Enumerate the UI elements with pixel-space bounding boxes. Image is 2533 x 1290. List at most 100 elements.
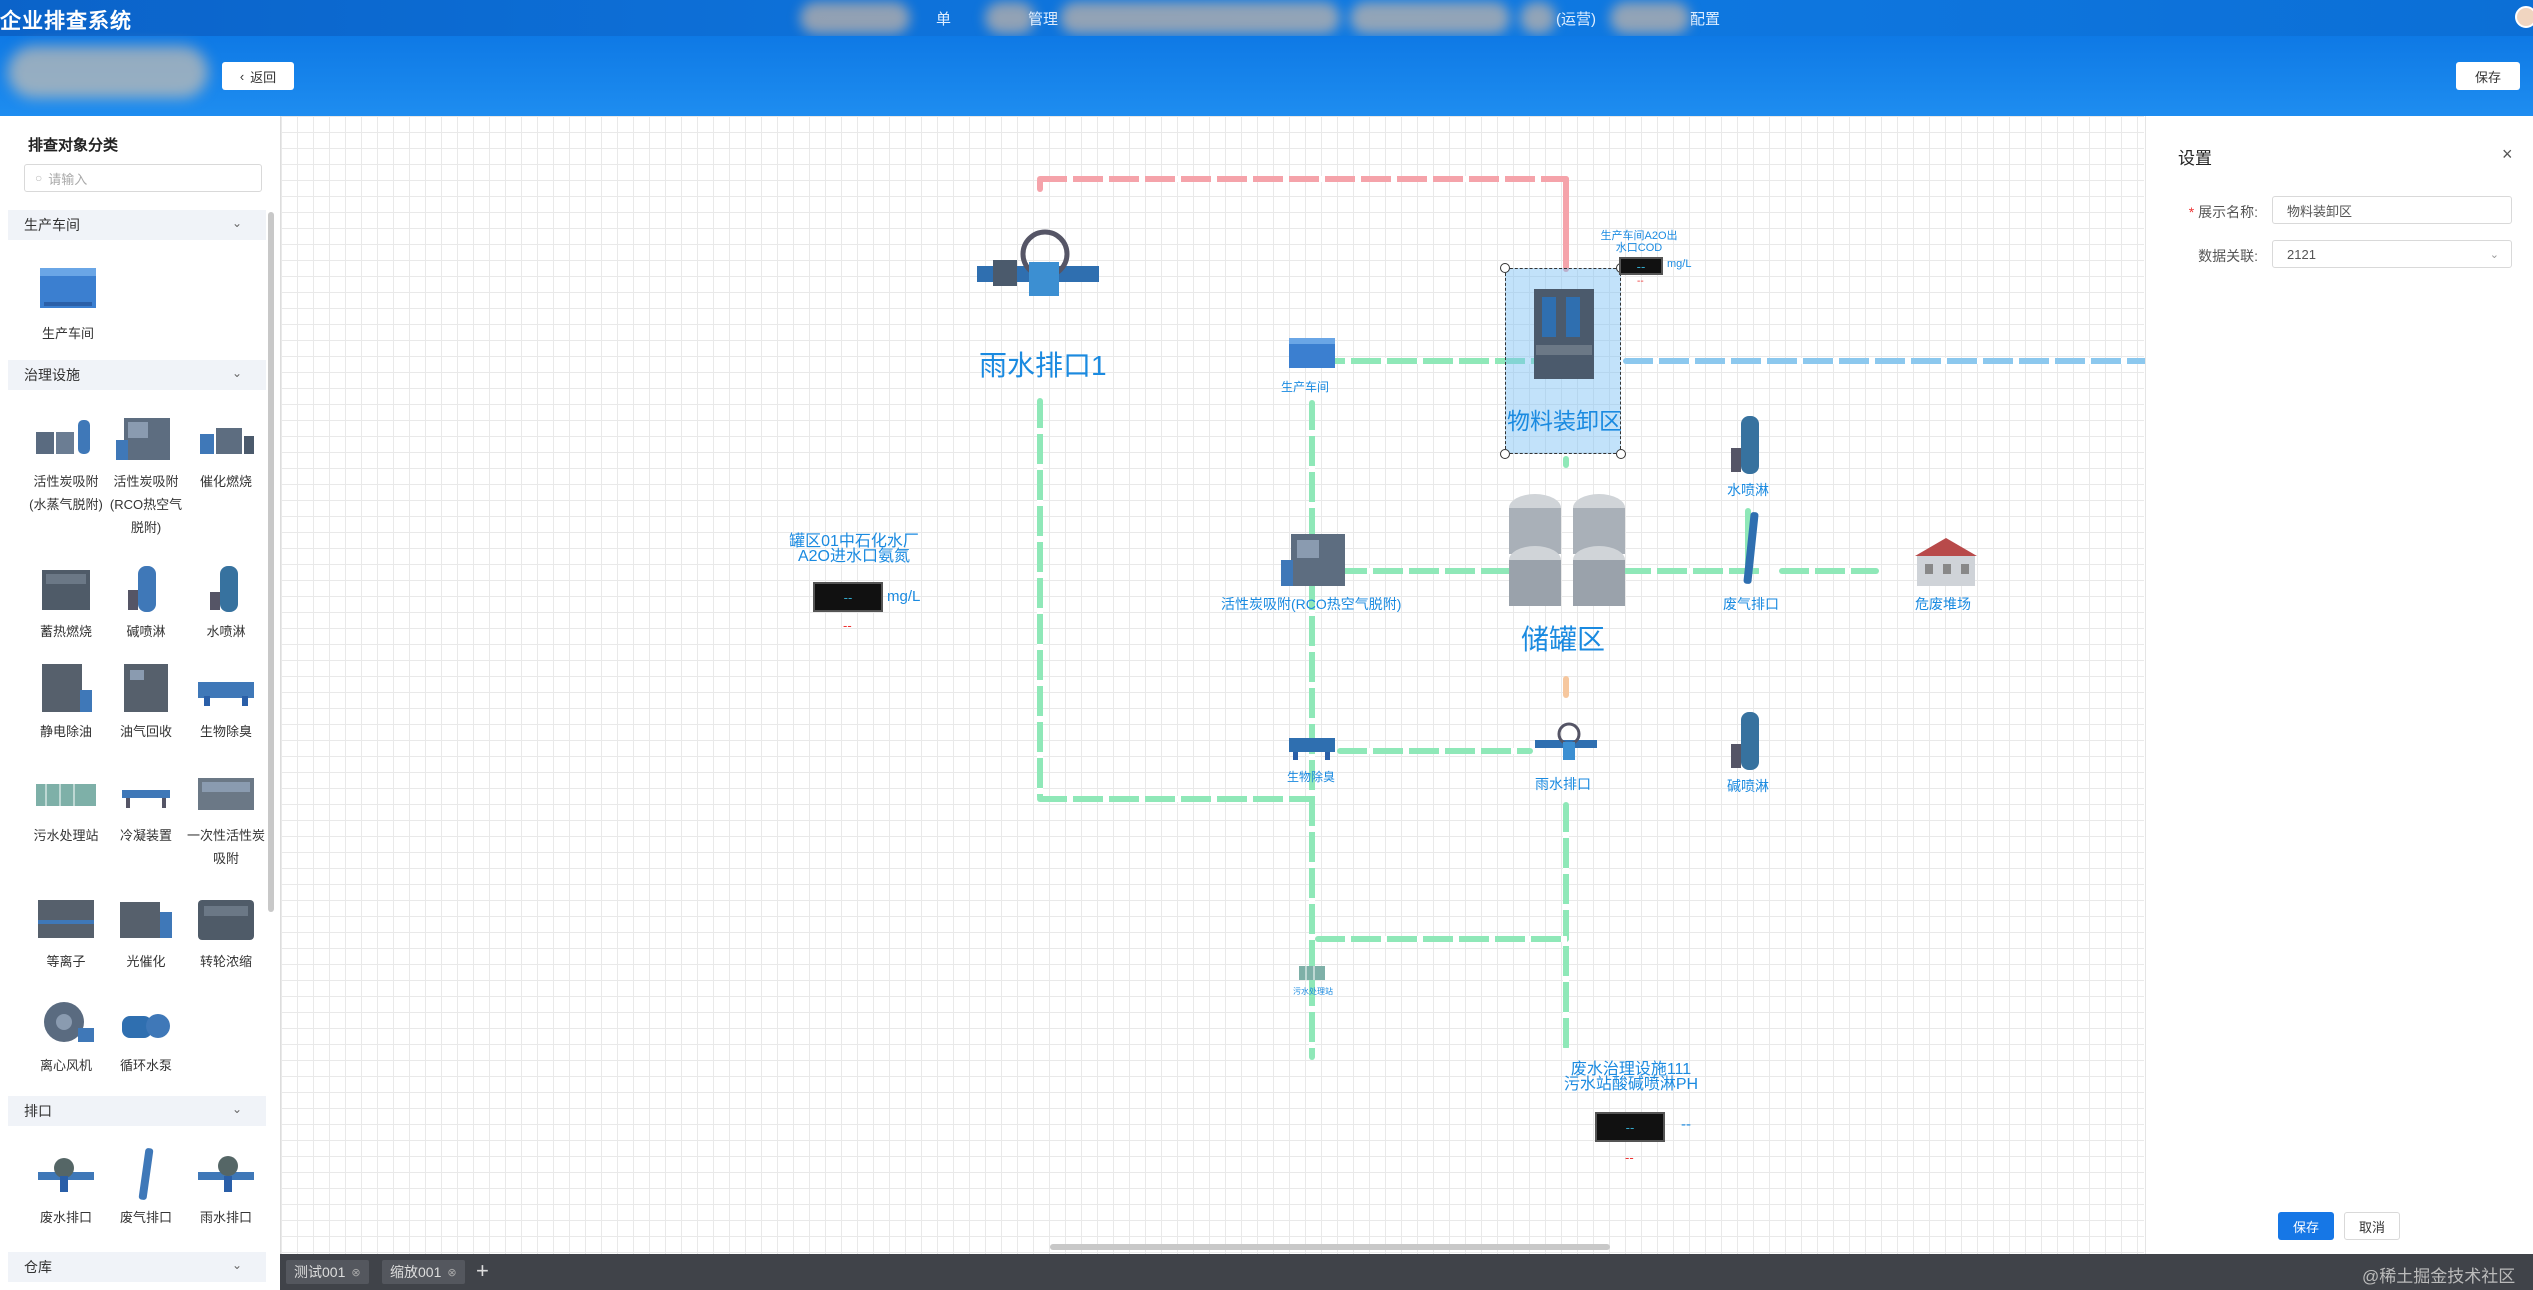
palette-item-rto[interactable]: 蓄热燃烧 — [26, 560, 106, 643]
pipe-green — [1037, 398, 1043, 800]
tab-test001[interactable]: 测试001 ⊗ — [286, 1260, 369, 1284]
palette-item-disposable-carbon[interactable]: 一次性活性炭吸附 — [186, 764, 266, 870]
data-link-select[interactable]: 2121 ⌄ — [2272, 240, 2512, 268]
rain-outlet-1-node[interactable] — [973, 226, 1103, 311]
back-button[interactable]: ‹ 返回 — [222, 62, 294, 90]
tank-area-node[interactable] — [1505, 490, 1629, 619]
carbon-rco-label: 活性炭吸附(RCO热空气脱附) — [1221, 596, 1402, 612]
palette-item-plasma[interactable]: 等离子 — [26, 890, 106, 973]
search-input[interactable]: ○ 请输入 — [24, 164, 262, 192]
rain-outlet-node[interactable] — [1533, 716, 1599, 771]
palette-item-pump[interactable]: 循环水泵 — [106, 994, 186, 1077]
panel-cancel-button[interactable]: 取消 — [2344, 1212, 2400, 1240]
blurred-nav — [1060, 2, 1340, 34]
wastewater-outlet-icon — [34, 1146, 98, 1202]
category-header-facilities[interactable]: 治理设施 ⌄ — [8, 360, 266, 390]
meter-left-display: -- — [813, 582, 883, 612]
palette-item-gas-outlet[interactable]: 废气排口 — [106, 1146, 186, 1229]
sewage-station-node[interactable] — [1297, 962, 1327, 987]
nav-item-3[interactable]: (运营) — [1556, 11, 1596, 28]
palette-item-label: 碱喷淋 — [126, 624, 166, 639]
palette-item-label: 污水处理站 — [33, 828, 99, 843]
palette-item-rotor[interactable]: 转轮浓缩 — [186, 890, 266, 973]
palette-item-electrostatic[interactable]: 静电除油 — [26, 660, 106, 743]
resize-handle[interactable] — [1500, 449, 1510, 459]
rain-outlet-1-label: 雨水排口1 — [979, 350, 1107, 381]
canvas-horizontal-scrollbar[interactable] — [1050, 1244, 1610, 1250]
palette-item-fan[interactable]: 离心风机 — [26, 994, 106, 1077]
nav-item-4[interactable]: 配置 — [1690, 11, 1721, 28]
watermark: @稀土掘金技术社区 — [2362, 1267, 2516, 1286]
display-name-input[interactable]: 物料装卸区 — [2272, 196, 2512, 224]
close-icon[interactable]: ⊗ — [447, 1266, 457, 1279]
add-tab-icon[interactable]: + — [476, 1258, 489, 1283]
nav-item-2[interactable]: 管理 — [1028, 11, 1059, 28]
save-button[interactable]: 保存 — [2456, 62, 2520, 90]
nav-item-1[interactable]: 单 — [936, 11, 952, 28]
category-header-warehouse[interactable]: 仓库 ⌄ — [8, 1252, 266, 1282]
palette-item-carbon-rco[interactable]: 活性炭吸附(RCO热空气脱附) — [106, 410, 186, 539]
rain-outlet-icon — [1535, 722, 1597, 760]
palette-item-wastewater-outlet[interactable]: 废水排口 — [26, 1146, 106, 1229]
palette-item-label: 活性炭吸附(RCO热空气脱附) — [109, 474, 183, 535]
palette-item-alkali-spray[interactable]: 碱喷淋 — [106, 560, 186, 643]
meter-bottom-title: 废水治理设施111污水站酸碱喷淋PH — [1563, 1061, 1699, 1093]
hazardous-yard-icon — [1915, 538, 1977, 586]
palette-item-sewage-station[interactable]: 污水处理站 — [26, 764, 106, 847]
avatar[interactable] — [2515, 6, 2533, 28]
hazardous-yard-node[interactable] — [1913, 536, 1979, 593]
bio-deodor-node[interactable] — [1287, 728, 1337, 767]
water-spray-node[interactable] — [1727, 414, 1767, 481]
pipe-green — [1037, 796, 1313, 802]
meter-value: -- — [1636, 258, 1646, 274]
category-header-outlets[interactable]: 排口 ⌄ — [8, 1096, 266, 1126]
palette-item-photocatalysis[interactable]: 光催化 — [106, 890, 186, 973]
alkali-spray-node[interactable] — [1727, 710, 1767, 777]
tank-area-icon — [1509, 494, 1625, 606]
palette-item-bio-deodor[interactable]: 生物除臭 — [186, 660, 266, 743]
bio-deodor-icon — [1289, 738, 1335, 760]
palette-item-condenser[interactable]: 冷凝装置 — [106, 764, 186, 847]
plasma-icon — [34, 890, 98, 946]
palette-item-label: 活性炭吸附(水蒸气脱附) — [29, 474, 103, 512]
palette-item-rain-outlet[interactable]: 雨水排口 — [186, 1146, 266, 1229]
flow-canvas[interactable]: 雨水排口1 生产车间 物料装卸区 生产车间A2O出水口COD -- mg/L -… — [280, 116, 2223, 1254]
object-category-sidebar: 排查对象分类 ○ 请输入 生产车间 ⌄ 生产车间 治理设施 ⌄ 活性炭吸附(水蒸… — [8, 116, 278, 1290]
catalytic-combustion-icon — [194, 410, 258, 466]
close-icon[interactable]: × — [2502, 144, 2513, 164]
loading-area-node-selected[interactable] — [1500, 263, 1626, 459]
carbon-rco-node[interactable] — [1279, 530, 1349, 595]
palette-item-workshop[interactable]: 生产车间 — [28, 262, 108, 345]
bottom-tab-bar: 测试001 ⊗ 缩放001 ⊗ + — [280, 1254, 2533, 1290]
palette-item-catalytic[interactable]: 催化燃烧 — [186, 410, 266, 493]
category-header-workshop[interactable]: 生产车间 ⌄ — [8, 210, 266, 240]
bio-deodor-label: 生物除臭 — [1287, 770, 1336, 784]
category-label: 排口 — [24, 1103, 52, 1119]
close-icon[interactable]: ⊗ — [351, 1266, 361, 1279]
display-name-label: * 展示名称: — [2188, 204, 2258, 220]
meter-bottom-display: -- — [1595, 1112, 1665, 1142]
workshop-node[interactable] — [1287, 336, 1337, 377]
sidebar-scrollbar[interactable] — [268, 212, 274, 912]
disposable-carbon-icon — [194, 764, 258, 820]
workshop-icon — [1289, 338, 1335, 368]
water-spray-icon — [194, 560, 258, 616]
chevron-down-icon: ⌄ — [231, 366, 242, 380]
pipe-green — [1745, 508, 1751, 568]
pipe-green — [1563, 456, 1569, 468]
resize-handle[interactable] — [1616, 449, 1626, 459]
gas-outlet-node[interactable] — [1739, 508, 1763, 593]
palette-item-label: 离心风机 — [39, 1058, 92, 1073]
alkali-spray-icon — [1731, 712, 1759, 770]
palette-item-carbon-steam[interactable]: 活性炭吸附(水蒸气脱附) — [26, 410, 106, 516]
tab-zoom001[interactable]: 缩放001 ⊗ — [382, 1260, 465, 1284]
panel-save-button[interactable]: 保存 — [2278, 1212, 2334, 1240]
meter-left-status: -- — [843, 618, 852, 633]
category-label: 仓库 — [24, 1259, 52, 1275]
palette-item-water-spray[interactable]: 水喷淋 — [186, 560, 266, 643]
palette-item-label: 等离子 — [46, 954, 86, 969]
palette-item-vapor-recovery[interactable]: 油气回收 — [106, 660, 186, 743]
pipe-blue — [1623, 358, 2223, 364]
meter-value: -- — [843, 589, 853, 605]
resize-handle[interactable] — [1500, 263, 1510, 273]
